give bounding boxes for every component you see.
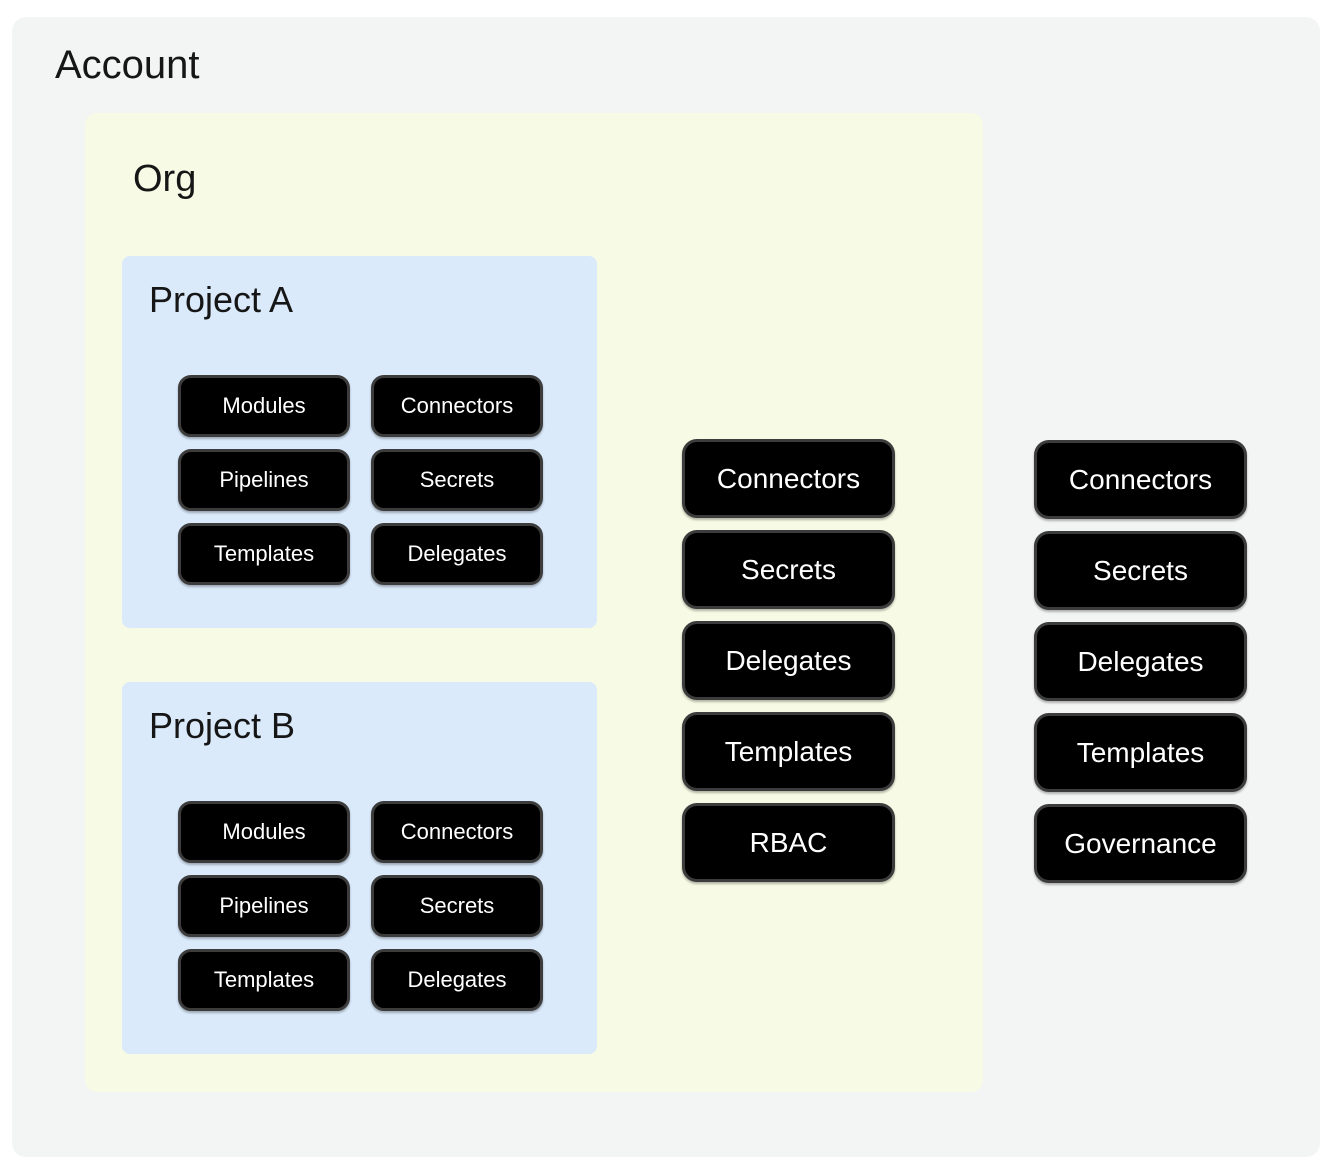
project-b-node-modules: Modules xyxy=(178,801,350,863)
project-a-node-delegates: Delegates xyxy=(371,523,543,585)
project-b-title: Project B xyxy=(149,705,296,746)
account-node-governance: Governance xyxy=(1034,804,1247,883)
org-node-templates: Templates xyxy=(682,712,895,791)
org-container: Org Project A Modules Connectors Pipelin… xyxy=(85,113,983,1092)
account-title: Account xyxy=(55,43,200,87)
project-a-node-secrets: Secrets xyxy=(371,449,543,511)
project-b-node-delegates: Delegates xyxy=(371,949,543,1011)
project-b-container: Project B Modules Connectors Pipelines S… xyxy=(122,682,597,1054)
org-title: Org xyxy=(133,158,197,200)
project-a-node-modules: Modules xyxy=(178,375,350,437)
account-resources-column: Connectors Secrets Delegates Templates G… xyxy=(1034,440,1247,883)
project-a-node-connectors: Connectors xyxy=(371,375,543,437)
project-a-node-pipelines: Pipelines xyxy=(178,449,350,511)
project-a-node-templates: Templates xyxy=(178,523,350,585)
account-node-connectors: Connectors xyxy=(1034,440,1247,519)
org-node-connectors: Connectors xyxy=(682,439,895,518)
project-a-container: Project A Modules Connectors Pipelines S… xyxy=(122,256,597,628)
account-node-secrets: Secrets xyxy=(1034,531,1247,610)
account-container: Account Org Project A Modules Connectors… xyxy=(12,17,1320,1157)
org-node-rbac: RBAC xyxy=(682,803,895,882)
project-b-node-secrets: Secrets xyxy=(371,875,543,937)
org-resources-column: Connectors Secrets Delegates Templates R… xyxy=(682,439,895,882)
org-node-delegates: Delegates xyxy=(682,621,895,700)
org-node-secrets: Secrets xyxy=(682,530,895,609)
project-b-node-templates: Templates xyxy=(178,949,350,1011)
account-node-templates: Templates xyxy=(1034,713,1247,792)
project-b-node-pipelines: Pipelines xyxy=(178,875,350,937)
account-node-delegates: Delegates xyxy=(1034,622,1247,701)
project-a-title: Project A xyxy=(149,279,294,320)
project-a-node-grid: Modules Connectors Pipelines Secrets Tem… xyxy=(178,375,543,585)
project-b-node-connectors: Connectors xyxy=(371,801,543,863)
project-b-node-grid: Modules Connectors Pipelines Secrets Tem… xyxy=(178,801,543,1011)
